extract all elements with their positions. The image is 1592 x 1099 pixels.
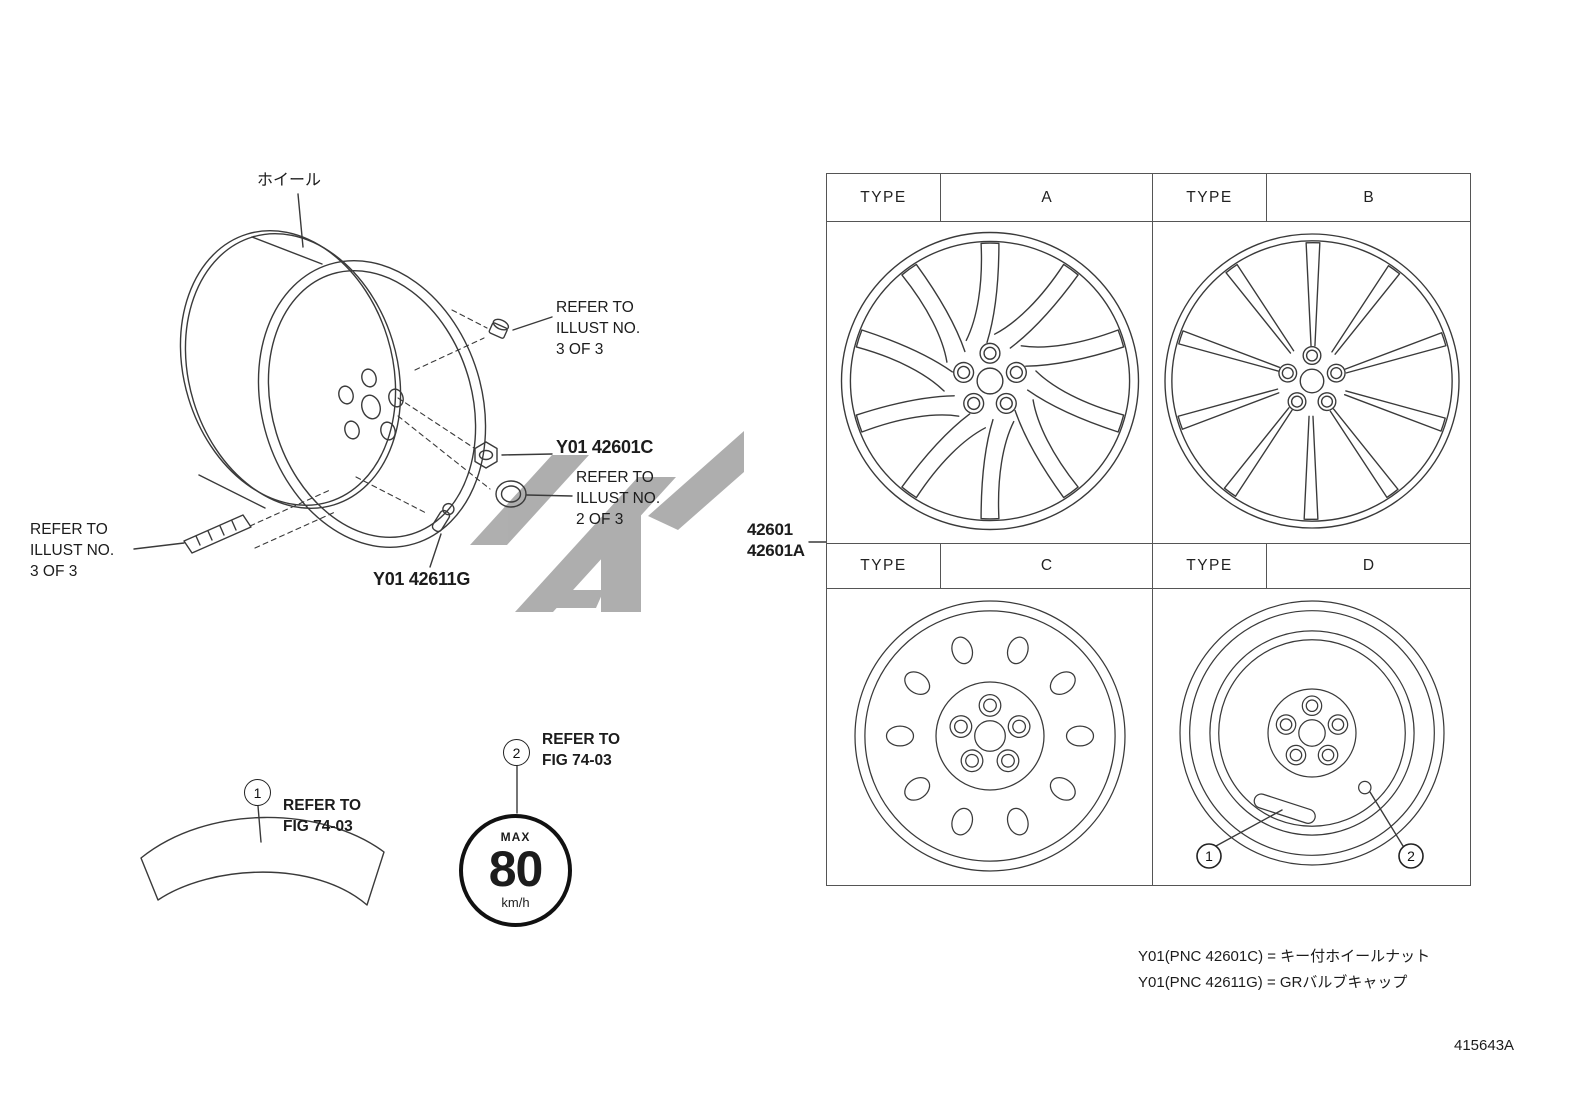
valve-stem-part [431,502,455,533]
callout-1-bubble-wheel-d[interactable]: 1 [1195,843,1222,869]
callout-2-number-d: 2 [1407,848,1415,864]
part-number-42601[interactable]: 42601 [747,520,793,539]
speed-badge-max-label: MAX [500,829,531,844]
footnote-42611g: Y01(PNC 42611G) = GRバルブキャップ [1138,974,1408,991]
callout-2-number: 2 [512,744,521,761]
refer-illust-3of3-left: REFER TO ILLUST NO. 3 OF 3 [30,521,115,580]
leader-dashed-lines [249,309,491,549]
refer-fig-7403-right: REFER TO FIG 74-03 [542,731,621,769]
speed-badge-value: 80 [488,840,544,897]
type-letter-b: B [1266,173,1471,222]
diagram-code: 415643A [1454,1037,1515,1054]
speed-badge-unit: km/h [501,894,530,910]
lug-nut-small-part [488,318,510,339]
callout-1-number-d: 1 [1205,848,1213,864]
type-letter-a: A [940,173,1153,222]
wheel-nut-part [474,441,498,469]
callout-1-number: 1 [253,784,262,801]
wheel-type-c-illustration [828,590,1152,884]
refer-fig-7403-left: REFER TO FIG 74-03 [283,797,362,835]
leader-lines [133,193,827,843]
type-header-c: TYPE [826,543,941,589]
wheel-type-table: TYPE A TYPE B TYPE [826,173,1471,886]
wheel-perspective-drawing [179,230,487,548]
type-header-a: TYPE [826,173,941,222]
part-number-42601a[interactable]: 42601A [747,541,805,560]
type-header-d: TYPE [1152,543,1267,589]
wheel-type-d-cell: 1 2 [1152,588,1471,886]
type-letter-d: D [1266,543,1471,589]
refer-illust-2of3: REFER TO ILLUST NO. 2 OF 3 [576,469,661,528]
center-cap-part [495,480,527,508]
type-header-b: TYPE [1152,173,1267,222]
callout-2-bubble-badge[interactable]: 2 [503,739,530,766]
wheel-type-a-cell [826,221,1153,544]
watermark-logo [470,431,744,612]
tread-arc [140,816,385,906]
type-letter-c: C [940,543,1153,589]
refer-illust-3of3-top: REFER TO ILLUST NO. 3 OF 3 [556,299,641,358]
callout-1-bubble-arc[interactable]: 1 [244,779,271,806]
wheel-type-a-illustration [828,223,1152,542]
wheel-type-b-cell [1152,221,1471,544]
max-speed-badge: MAX 80 km/h [459,814,572,927]
wheel-type-b-illustration [1154,223,1470,542]
callout-2-bubble-wheel-d[interactable]: 2 [1397,843,1424,869]
footnote-42601c: Y01(PNC 42601C) = キー付ホイールナット [1138,948,1431,965]
part-number-y01-42611g[interactable]: Y01 42611G [373,569,471,589]
wheel-type-d-illustration: 1 2 [1154,590,1470,869]
part-number-y01-42601c[interactable]: Y01 42601C [556,437,654,457]
wheel-label-jp: ホイール [257,172,322,189]
wheel-type-c-cell [826,588,1153,886]
balance-weight-strip [183,514,252,554]
